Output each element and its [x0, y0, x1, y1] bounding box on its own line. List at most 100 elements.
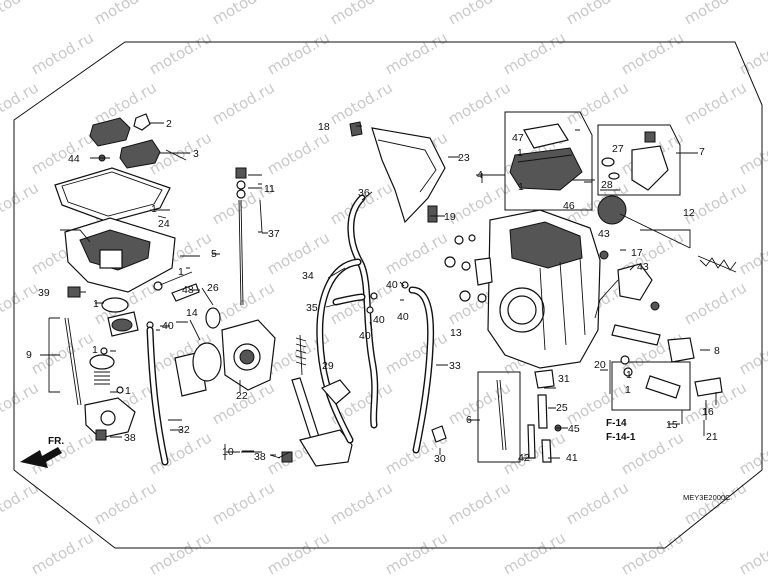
callout-1-c: 1 — [93, 298, 99, 310]
group-box-15 — [611, 361, 691, 411]
watermark-text: motod.ru — [0, 378, 42, 428]
watermark-text: motod.ru — [146, 28, 215, 78]
pin — [165, 149, 187, 161]
washer-13a — [454, 235, 464, 245]
callout-38-a: 38 — [124, 432, 136, 444]
bolt-19 — [427, 205, 438, 223]
callout-40-d: 40 — [386, 279, 398, 291]
callout-10: 10 — [222, 446, 234, 458]
callout-26: 26 — [207, 282, 219, 294]
jet-6 — [496, 379, 504, 451]
cable-arm-group — [597, 195, 737, 273]
jet-needle — [240, 199, 244, 306]
watermark-text: motod.ru — [500, 28, 569, 78]
jet-31 — [534, 369, 555, 389]
group-box-4 — [504, 111, 593, 211]
callout-39: 39 — [38, 287, 50, 299]
needle-ring-2 — [236, 189, 246, 199]
callout-1-d: 1 — [92, 344, 98, 356]
watermark-text: motod.ru — [736, 128, 768, 178]
watermark-text: motod.ru — [0, 0, 42, 28]
fitting-16 — [694, 377, 723, 397]
o-ring-small-2 — [116, 386, 124, 394]
watermark-text: motod.ru — [28, 528, 97, 576]
watermark-text: motod.ru — [327, 0, 396, 28]
watermark-text: motod.ru — [681, 278, 750, 328]
float-bowl-group — [54, 113, 200, 466]
watermark-text: motod.ru — [382, 28, 451, 78]
watermark-text: motod.ru — [91, 478, 160, 528]
sensor-group-17 — [594, 250, 660, 319]
hose-36-inner — [348, 195, 377, 428]
callout-7: 7 — [699, 146, 705, 158]
callout-36: 36 — [358, 187, 370, 199]
watermark-text: motod.ru — [209, 78, 278, 128]
callout-33: 33 — [449, 360, 461, 372]
callout-37: 37 — [268, 228, 280, 240]
pump-housing-bore — [100, 410, 116, 426]
jet-needle-b — [238, 199, 242, 306]
callout-32: 32 — [178, 424, 190, 436]
clip-40-a — [370, 292, 378, 300]
callout-6: 6 — [466, 414, 472, 426]
callout-13: 13 — [450, 327, 462, 339]
callout-1-g: 1 — [518, 181, 524, 193]
throttle-bore-inner — [239, 349, 255, 365]
callout-1-i: 1 — [625, 384, 631, 396]
callout-25: 25 — [556, 402, 568, 414]
hose-33-inner — [409, 287, 433, 453]
seal-26 — [205, 307, 221, 329]
linkage-group-13 — [444, 234, 493, 303]
clip-40-c — [401, 281, 409, 289]
drain-screw — [171, 283, 200, 302]
callout-23: 23 — [458, 152, 470, 164]
clamp-30 — [431, 425, 447, 443]
callout-41: 41 — [566, 452, 578, 464]
top-cover-group — [349, 121, 446, 224]
carburetor-ribs — [539, 257, 586, 351]
washer-28 — [608, 172, 620, 180]
top-cover-detail — [377, 139, 437, 193]
callout-29: 29 — [322, 360, 334, 372]
watermark-text: motod.ru — [0, 178, 42, 228]
callout-1-f: 1 — [517, 147, 523, 159]
watermark-text: motod.ru — [681, 478, 750, 528]
callout-12: 12 — [683, 207, 695, 219]
callout-15: 15 — [666, 419, 678, 431]
watermark-text: motod.ru — [382, 528, 451, 576]
callout-43-a: 43 — [598, 228, 610, 240]
clip — [133, 113, 151, 131]
callout-18: 18 — [318, 121, 330, 133]
watermark-text: motod.ru — [563, 0, 632, 28]
callout-1-b: 1 — [178, 266, 184, 278]
link-group — [281, 334, 353, 467]
frame-ref-f14: F-14 — [606, 418, 627, 429]
washer-15b — [623, 367, 633, 377]
o-ring-large — [192, 342, 222, 382]
watermark-text: motod.ru — [500, 528, 569, 576]
callout-8: 8 — [714, 345, 720, 357]
cover-cap — [119, 139, 161, 169]
callout-5: 5 — [211, 248, 217, 260]
callout-2: 2 — [166, 118, 172, 130]
watermark-text: motod.ru — [146, 528, 215, 576]
watermark-text: motod.ru — [618, 28, 687, 78]
cap-group-4 — [504, 111, 593, 211]
screw-38 — [95, 429, 107, 441]
callout-31: 31 — [558, 373, 570, 385]
shaft-12 — [619, 213, 691, 249]
gasket-inner — [61, 171, 163, 217]
callout-21: 21 — [706, 431, 718, 443]
watermark-text: motod.ru — [618, 528, 687, 576]
callout-40-b: 40 — [373, 314, 385, 326]
top-cap — [89, 117, 131, 147]
watermark-text: motod.ru — [209, 0, 278, 28]
needle-group — [174, 167, 276, 397]
watermark-text: motod.ru — [0, 78, 42, 128]
callout-1-e: 1 — [125, 385, 131, 397]
rod-9 — [64, 317, 79, 406]
watermark-text: motod.ru — [736, 28, 768, 78]
watermark-text: motod.ru — [209, 478, 278, 528]
